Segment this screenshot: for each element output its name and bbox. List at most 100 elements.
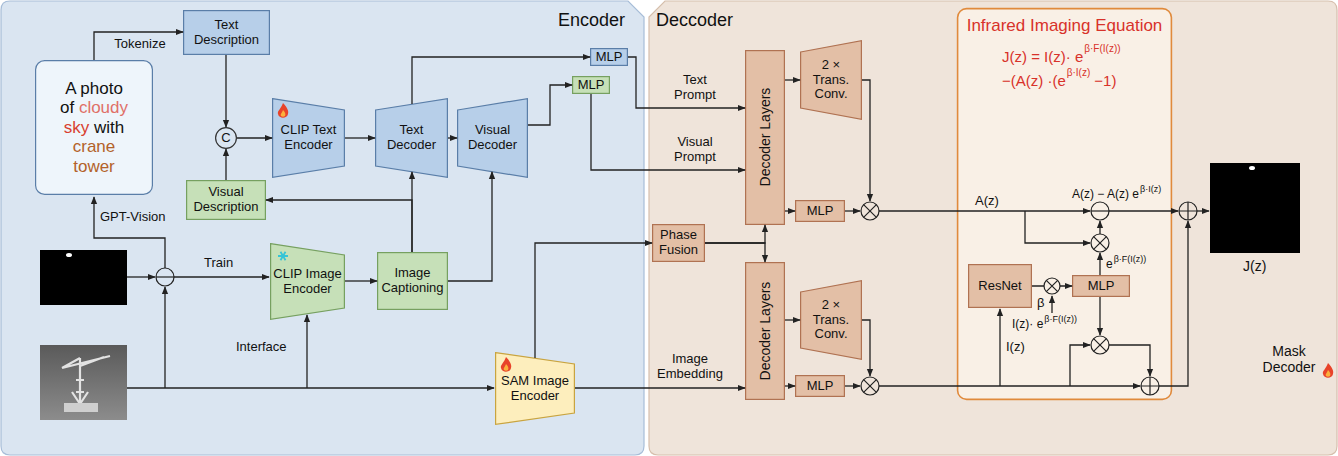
wire — [845, 210, 860, 211]
decoder-layers-box: Decoder Layers — [745, 50, 785, 225]
node-text: Image Captioning — [380, 266, 445, 296]
target-blob — [1249, 166, 1255, 170]
outline-shape — [969, 265, 1032, 308]
outline-shape — [184, 11, 270, 55]
symbol-circle — [861, 202, 879, 220]
signal-exponent: β·F(I(z)) — [1044, 314, 1077, 324]
connector-arrow — [345, 137, 375, 138]
wire — [127, 387, 494, 388]
connector-arrow — [575, 387, 745, 388]
wire — [999, 309, 1000, 386]
wire — [1109, 210, 1178, 211]
symbol-stroke — [1046, 280, 1057, 291]
annotation-label: Interface — [236, 340, 287, 355]
outline-shape — [496, 353, 575, 425]
node-text: MLP — [576, 78, 606, 93]
flame-inner — [1326, 370, 1331, 377]
outline-shape — [273, 99, 345, 178]
mlp-box: MLP — [795, 375, 845, 397]
visual-description-box: Visual Description — [186, 180, 266, 220]
subtract-symbol — [1091, 202, 1109, 220]
symbol-circle — [861, 377, 879, 395]
add-symbol — [1179, 202, 1197, 220]
wire — [879, 210, 1090, 211]
node-text: MLP — [1076, 279, 1126, 294]
symbol-circle — [1141, 377, 1159, 395]
mlp-box: MLP — [572, 76, 610, 94]
encoder-trapezoid: CLIP Text Encoder — [272, 98, 345, 178]
connector-arrow — [448, 137, 457, 138]
symbol-stroke — [1091, 210, 1109, 211]
multiply-symbol — [1091, 336, 1109, 354]
module-label: Mask Decoder — [1258, 343, 1320, 375]
connector-arrow — [345, 280, 377, 281]
node-text: MLP — [594, 50, 624, 65]
wire — [1197, 210, 1209, 211]
outline-shape — [746, 263, 785, 400]
decoder-layers-box: Decoder Layers — [745, 262, 785, 400]
node-text: 2 × Trans. Conv. — [804, 298, 858, 343]
infrared-image — [40, 345, 127, 420]
equation-exponent: β·I(z) — [1067, 67, 1091, 79]
target-blob — [66, 253, 72, 257]
outline-shape — [573, 77, 610, 94]
symbol-stroke — [864, 205, 877, 218]
symbol-stroke — [1094, 339, 1107, 352]
symbol-circle — [1091, 336, 1109, 354]
symbol-stroke — [864, 380, 877, 393]
outline-shape — [216, 128, 237, 149]
flame-inner — [504, 364, 509, 371]
connector-arrow — [785, 319, 800, 320]
prompt-text-box: A photo of cloudy sky with crane tower — [35, 60, 153, 195]
heading-text: Deccoder — [656, 10, 733, 31]
outline-shape — [376, 99, 448, 178]
subtract-symbol — [156, 268, 174, 286]
outline-shape — [801, 41, 862, 120]
wire — [1099, 253, 1100, 275]
equation-term: −1) — [1094, 72, 1116, 89]
annotation-label: GPT-Vision — [100, 210, 166, 225]
node-text: ResNet — [972, 279, 1028, 294]
text-description-box: Text Description — [183, 10, 270, 55]
outline-shape — [591, 49, 628, 66]
captioning-box: Image Captioning — [377, 252, 448, 310]
decoder-trapezoid: Visual Decoder — [457, 98, 528, 178]
encoder-trapezoid: CLIP Image Encoder — [270, 243, 345, 320]
multiply-symbol — [861, 202, 879, 220]
symbol-stroke — [1094, 237, 1107, 250]
equation-term: −(A(z) ·(e — [1002, 72, 1066, 89]
outline-shape — [1073, 276, 1130, 297]
wire — [1099, 297, 1100, 335]
node-text: SAM Image Encoder — [499, 374, 571, 404]
node-text: Decoder Layers — [757, 266, 773, 396]
add-symbol — [1141, 377, 1159, 395]
fusion-box: Phase Fusion — [652, 224, 705, 262]
connector-arrow — [785, 210, 795, 211]
multiply-symbol — [1091, 234, 1109, 252]
heading-text: Encoder — [558, 10, 625, 31]
flame-inner — [281, 110, 286, 117]
signal-label: I(z)· e — [1012, 318, 1043, 332]
symbol-stroke — [1141, 377, 1159, 395]
outline-shape — [796, 376, 845, 397]
mlp-box: MLP — [1072, 275, 1130, 297]
wire — [1099, 221, 1100, 234]
node-text: Text Description — [187, 18, 266, 48]
outline-shape — [746, 51, 785, 225]
edge-label: Image Embedding — [653, 352, 727, 382]
wire — [1051, 296, 1052, 313]
crane-silhouette — [62, 356, 110, 404]
connector-arrow — [237, 137, 272, 138]
symbol-circle — [1044, 278, 1060, 294]
signal-exponent: β·I(z) — [1140, 184, 1161, 194]
concat-circle: C — [215, 127, 237, 149]
node-text: Visual Description — [190, 185, 262, 215]
node-text: MLP — [799, 379, 841, 394]
crane-base — [64, 403, 98, 412]
decoder-panel: Phase FusionDecoder LayersDecoder Layers… — [648, 0, 1338, 456]
heading-text: Infrared Imaging Equation — [961, 16, 1168, 36]
outline-shape — [187, 181, 266, 220]
multiply-symbol — [861, 377, 879, 395]
outline-shape — [36, 61, 153, 195]
